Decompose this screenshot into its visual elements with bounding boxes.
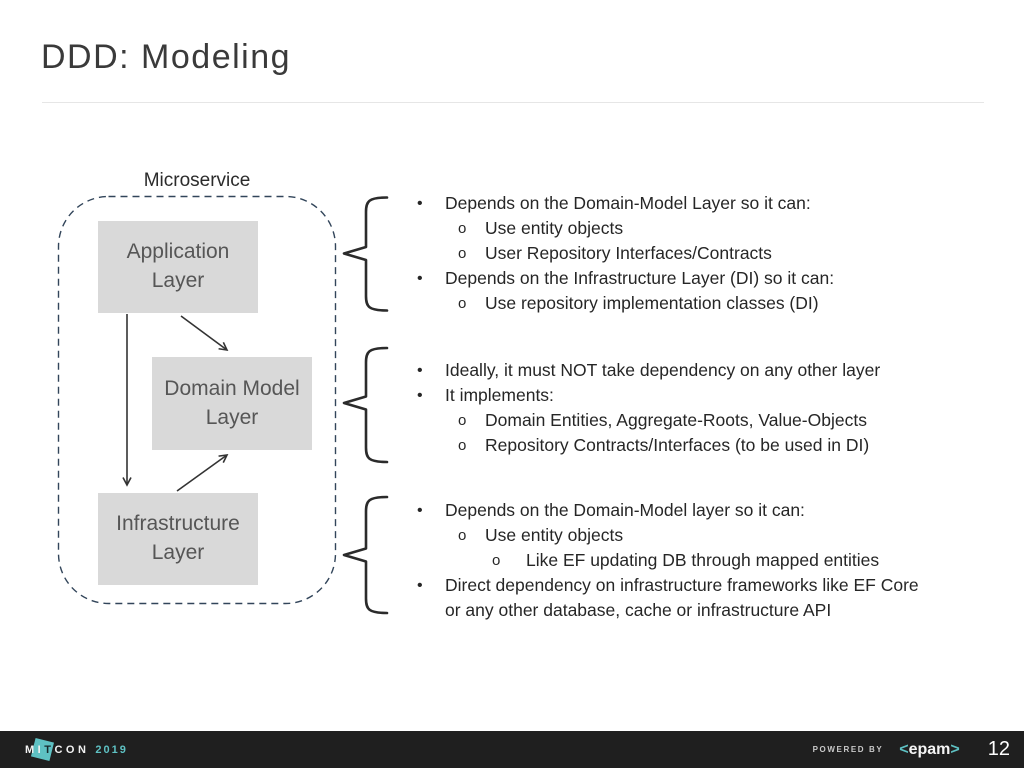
epam-left-bracket: <	[899, 740, 909, 758]
list-item-text: Use entity objects	[485, 218, 624, 238]
list-item-text: Domain Entities, Aggregate-Roots, Value-…	[485, 410, 867, 430]
bullet-icon: •	[417, 387, 423, 404]
list-item: o Use entity objects	[408, 216, 938, 241]
mitcon-logo: MITCON 2019	[25, 737, 128, 761]
microservice-label: Microservice	[143, 170, 251, 191]
list-item-text: User Repository Interfaces/Contracts	[485, 243, 772, 263]
bullet-icon: •	[417, 270, 423, 287]
circle-bullet-icon: o	[458, 412, 467, 429]
list-item-text: Like EF updating DB through mapped entit…	[526, 550, 880, 570]
list-item: • Depends on the Domain-Model Layer so i…	[408, 191, 938, 216]
list-item: • It implements:	[408, 383, 938, 408]
page-number: 12	[987, 738, 1010, 760]
circle-bullet-icon: o	[458, 527, 467, 544]
list-item: o User Repository Interfaces/Contracts	[408, 241, 938, 266]
list-item: o Use repository implementation classes …	[408, 291, 938, 316]
footer-bar: MITCON 2019 POWERED BY <epam> 12	[0, 731, 1024, 768]
infrastructure-layer-box: Infrastructure Layer	[98, 493, 258, 585]
footer-right: POWERED BY <epam> 12	[813, 731, 1010, 768]
list-item-text: Direct dependency on infrastructure fram…	[445, 575, 919, 620]
bullet-icon: •	[417, 195, 423, 212]
list-item: • Direct dependency on infrastructure fr…	[408, 573, 938, 623]
list-item: • Depends on the Infrastructure Layer (D…	[408, 266, 938, 291]
circle-bullet-icon: o	[458, 295, 467, 312]
domain-model-layer-notes: • Ideally, it must NOT take dependency o…	[408, 358, 938, 458]
epam-right-bracket: >	[950, 740, 960, 758]
list-item-text: Use entity objects	[485, 525, 624, 545]
powered-by-label: POWERED BY	[812, 745, 884, 754]
circle-bullet-icon: o	[492, 552, 501, 569]
application-layer-notes: • Depends on the Domain-Model Layer so i…	[408, 191, 938, 316]
list-item-text: Repository Contracts/Interfaces (to be u…	[485, 435, 870, 455]
brace-infrastructure-layer	[342, 495, 389, 615]
circle-bullet-icon: o	[458, 245, 467, 262]
circle-bullet-icon: o	[458, 437, 467, 454]
logo-letter: T	[44, 743, 55, 756]
circle-bullet-icon: o	[458, 220, 467, 237]
logo-letter: I	[37, 743, 45, 756]
list-item-text: Depends on the Domain-Model layer so it …	[445, 500, 805, 520]
list-item-text: Ideally, it must NOT take dependency on …	[445, 360, 881, 380]
list-item-text: It implements:	[445, 385, 554, 405]
brace-application-layer	[342, 196, 389, 312]
list-item-text: Depends on the Domain-Model Layer so it …	[445, 193, 811, 213]
list-item: o Repository Contracts/Interfaces (to be…	[408, 433, 938, 458]
epam-logo: <epam>	[899, 741, 959, 759]
logo-letter: M	[25, 743, 38, 756]
epam-wordmark: epam	[908, 740, 951, 758]
arrow-infra-to-domain	[176, 454, 229, 492]
application-layer-box: Application Layer	[98, 221, 258, 313]
title-divider	[42, 102, 984, 103]
bullet-icon: •	[417, 502, 423, 519]
bullet-icon: •	[417, 577, 423, 594]
mitcon-logo-year: 2019	[95, 743, 128, 756]
list-item-text: Depends on the Infrastructure Layer (DI)…	[445, 268, 835, 288]
list-item-text: Use repository implementation classes (D…	[485, 293, 819, 313]
list-item: o Like EF updating DB through mapped ent…	[408, 548, 938, 573]
page-title: DDD: Modeling	[41, 38, 292, 76]
domain-model-layer-box: Domain Model Layer	[152, 357, 312, 450]
arrow-app-to-domain	[180, 315, 229, 352]
mitcon-logo-text: MITCON	[25, 744, 89, 756]
infrastructure-layer-notes: • Depends on the Domain-Model layer so i…	[408, 498, 938, 623]
list-item: o Domain Entities, Aggregate-Roots, Valu…	[408, 408, 938, 433]
bullet-icon: •	[417, 362, 423, 379]
logo-letter: CON	[54, 743, 90, 756]
list-item: o Use entity objects	[408, 523, 938, 548]
microservice-dashed-border	[57, 195, 337, 605]
list-item: • Ideally, it must NOT take dependency o…	[408, 358, 938, 383]
list-item: • Depends on the Domain-Model layer so i…	[408, 498, 938, 523]
brace-domain-model-layer	[342, 346, 389, 464]
